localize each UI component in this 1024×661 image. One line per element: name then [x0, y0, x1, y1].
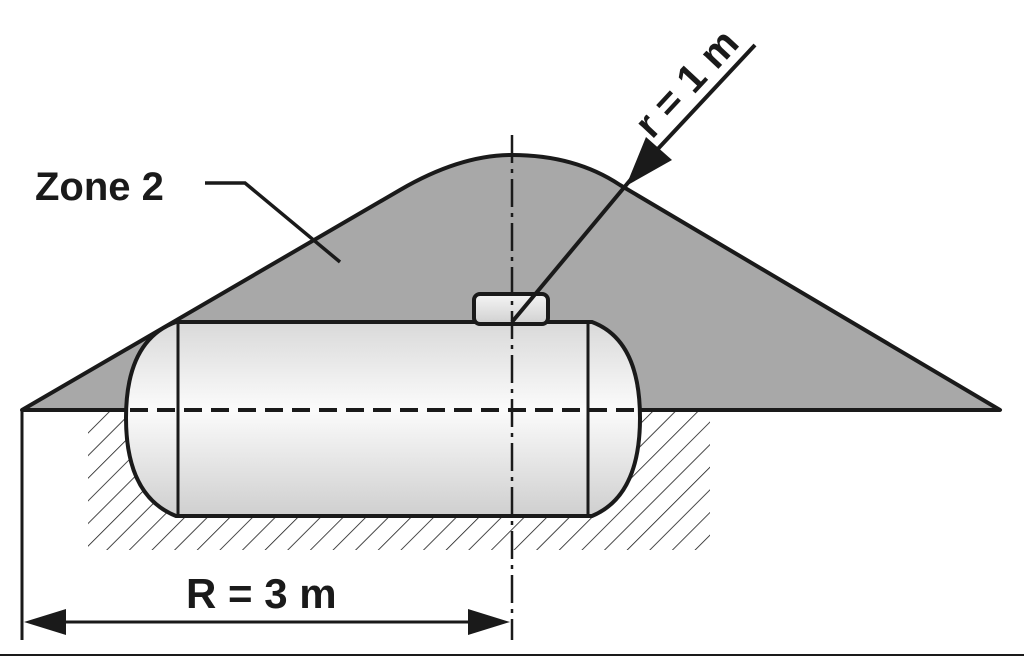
small-radius-label: r = 1 m [626, 21, 747, 146]
zone-label: Zone 2 [35, 165, 164, 209]
tank-body [123, 320, 643, 518]
zone-label-leader [205, 181, 342, 264]
leader-arrowhead [626, 137, 672, 186]
radius-small-leader [510, 43, 757, 324]
dimension-arrow-left [24, 609, 66, 635]
large-radius-label: R = 3 m [186, 570, 337, 617]
dimension-arrow-right [468, 609, 510, 635]
radius-r-dimension [24, 609, 510, 635]
tank [123, 292, 643, 518]
